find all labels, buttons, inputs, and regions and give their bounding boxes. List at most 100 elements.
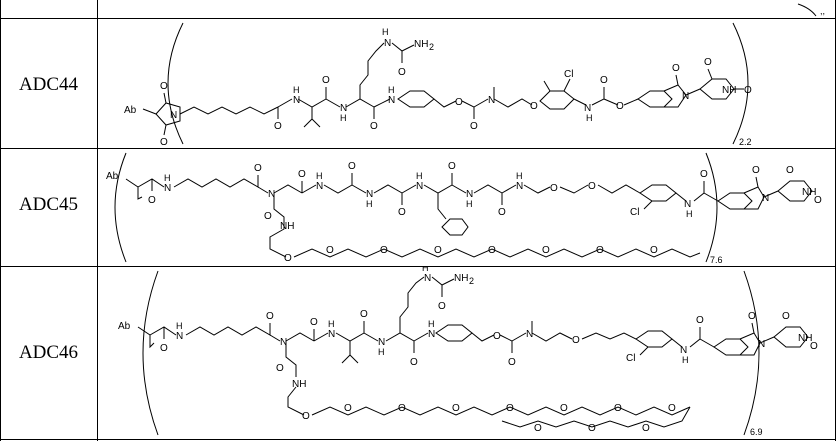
atom-h: H: [328, 319, 335, 329]
atom-o: O: [310, 317, 318, 328]
atom-o: O: [302, 411, 310, 422]
atom-o: O: [506, 403, 514, 414]
atom-o: O: [810, 341, 818, 352]
row-label-adc45: ADC45: [18, 194, 79, 215]
atom-o: O: [642, 423, 650, 434]
atom-o: O: [600, 75, 608, 86]
table-border-row2: [0, 266, 836, 267]
atom-cl: Cl: [630, 207, 639, 218]
atom-n: N: [164, 183, 171, 194]
atom-h: H: [366, 199, 373, 209]
atom-o: O: [348, 161, 356, 172]
row-label-adc44: ADC44: [18, 74, 79, 95]
atom-o: O: [266, 311, 274, 322]
atom-n: N: [762, 193, 769, 204]
atom-o: O: [542, 245, 550, 256]
atom-nh: NH: [722, 85, 736, 96]
atom-h: H: [682, 355, 689, 365]
atom-nh2: NH: [414, 39, 428, 50]
dar-value: 2.2: [739, 137, 752, 147]
ab-label: Ab: [106, 171, 119, 182]
atom-o: O: [160, 137, 168, 148]
ab-label: Ab: [124, 105, 137, 116]
atom-n: N: [280, 337, 287, 348]
table-border-top: [0, 18, 836, 19]
table-border-right: [835, 0, 836, 441]
atom-nh2: NH: [454, 273, 468, 284]
atom-o: O: [572, 335, 580, 346]
atom-o: O: [530, 101, 538, 112]
atom-h: H: [176, 321, 183, 331]
atom-o: O: [448, 161, 456, 172]
atom-nh: NH: [280, 221, 294, 232]
atom-n: N: [516, 181, 523, 192]
atom-h: H: [388, 85, 395, 95]
atom-n: N: [466, 189, 473, 200]
atom-nh: NH: [802, 187, 816, 198]
atom-n: N: [682, 91, 689, 102]
atom-o: O: [284, 253, 292, 264]
atom-o: O: [672, 63, 680, 74]
atom-o: O: [360, 309, 368, 320]
table-border-left: [0, 0, 1, 441]
atom-n: N: [680, 345, 687, 356]
atom-n: N: [428, 329, 435, 340]
atom-n: N: [526, 329, 533, 340]
atom-o: O: [786, 165, 794, 176]
atom-n: N: [758, 339, 765, 350]
table-border-divider: [97, 0, 98, 441]
atom-h: H: [378, 347, 385, 357]
atom-o: O: [534, 423, 542, 434]
atom-n: N: [268, 189, 275, 200]
atom-h: H: [382, 27, 389, 37]
atom-o: O: [160, 81, 168, 92]
atom-o: O: [508, 357, 516, 368]
atom-n: N: [176, 331, 183, 342]
atom-o: O: [700, 169, 708, 180]
atom-n: N: [366, 189, 373, 200]
atom-n: N: [378, 337, 385, 348]
atom-o: O: [380, 245, 388, 256]
atom-h: H: [516, 171, 523, 181]
atom-o: O: [322, 75, 330, 86]
atom-o: O: [148, 195, 156, 206]
atom-o: O: [752, 165, 760, 176]
atom-nh: NH: [798, 333, 812, 344]
atom-o: O: [616, 101, 624, 112]
atom-n: N: [384, 38, 391, 49]
atom-h: H: [422, 267, 429, 273]
atom-o: O: [274, 121, 282, 132]
atom-o: O: [650, 245, 658, 256]
atom-cl: Cl: [564, 69, 573, 80]
atom-o: O: [704, 57, 712, 68]
previous-row-remnant: ,,: [797, 3, 825, 17]
atom-o: O: [668, 403, 676, 414]
atom-n: N: [340, 103, 347, 114]
atom-o: O: [298, 169, 306, 180]
atom-h: H: [340, 113, 347, 123]
atom-o: O: [588, 423, 596, 434]
atom-cl: Cl: [626, 353, 635, 364]
atom-o: O: [452, 403, 460, 414]
atom-o: O: [326, 245, 334, 256]
atom-h: H: [164, 173, 171, 183]
atom-o: O: [493, 331, 501, 342]
subscript-2: 2: [429, 42, 434, 52]
atom-n: N: [328, 329, 335, 340]
atom-h: H: [466, 199, 473, 209]
atom-o: O: [814, 195, 822, 206]
atom-o: O: [696, 315, 704, 326]
atom-o: O: [410, 357, 418, 368]
atom-n: N: [488, 95, 495, 106]
atom-n: N: [684, 199, 691, 210]
row-label-adc46: ADC46: [18, 342, 79, 363]
atom-o: O: [488, 245, 496, 256]
subscript-2: 2: [469, 276, 474, 286]
atom-h: H: [416, 171, 423, 181]
atom-o: O: [160, 343, 168, 354]
dar-value: 7.6: [710, 255, 723, 265]
atom-o: O: [264, 211, 272, 222]
table-border-row1: [0, 148, 836, 149]
atom-o: O: [370, 121, 378, 132]
